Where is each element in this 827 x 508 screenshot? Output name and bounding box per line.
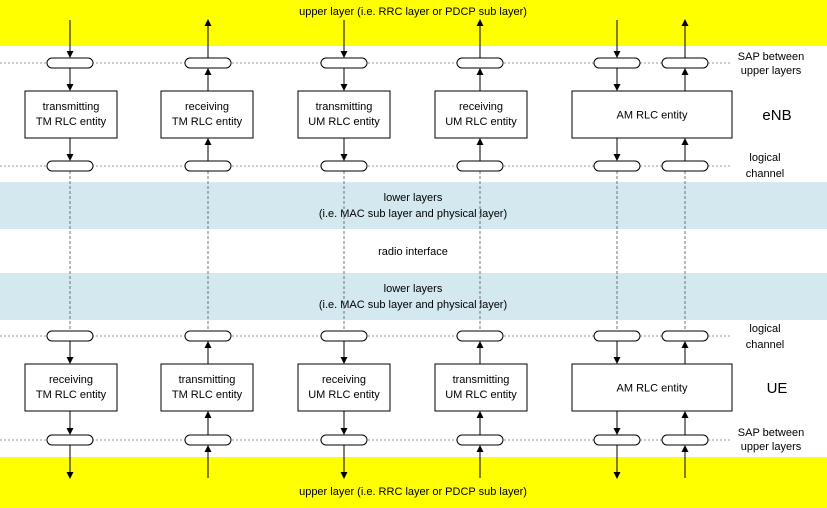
enb-logical-channel-3	[456, 160, 504, 172]
ue-rlc-entity-box-4	[571, 363, 733, 412]
enb-rlc-entity-box-0	[24, 90, 118, 139]
enb-node-label: eNB	[762, 107, 791, 124]
ue-rlc-entity-label-0-1: TM RLC entity	[36, 389, 107, 401]
logical-channel-label-ue-1: logical	[749, 323, 780, 335]
enb-sap-3	[456, 57, 504, 69]
logical-channel-label-enb-2: channel	[746, 168, 785, 180]
enb-sap-0	[46, 57, 94, 69]
lower-layers-band-enb	[0, 182, 827, 229]
ue-sap-3	[456, 434, 504, 446]
ue-logical-channel-4	[593, 330, 641, 342]
ue-sap-5	[661, 434, 709, 446]
enb-rlc-entity-label-1-1: TM RLC entity	[172, 116, 243, 128]
enb-sap-2	[320, 57, 368, 69]
ue-rlc-entity-label-3-1: UM RLC entity	[445, 389, 517, 401]
enb-rlc-entity-box-2	[297, 90, 391, 139]
lower-layers-label-enb-2: (i.e. MAC sub layer and physical layer)	[319, 208, 507, 220]
ue-rlc-entity-label-2-1: UM RLC entity	[308, 389, 380, 401]
enb-rlc-entity-label-3-1: UM RLC entity	[445, 116, 517, 128]
ue-logical-channel-1	[184, 330, 232, 342]
upper-layer-band-top	[0, 0, 827, 46]
ue-sap-4	[593, 434, 641, 446]
enb-rlc-entity-label-2-0: transmitting	[316, 101, 373, 113]
ue-rlc-entity-label-0-0: receiving	[49, 374, 93, 386]
lower-layers-label-enb-1: lower layers	[384, 192, 443, 204]
ue-sap-2	[320, 434, 368, 446]
sap-label-enb-1: SAP between	[738, 51, 804, 63]
ue-rlc-entity-label-1-1: TM RLC entity	[172, 389, 243, 401]
ue-rlc-entity-label-2-0: receiving	[322, 374, 366, 386]
lower-layers-label-ue-1: lower layers	[384, 283, 443, 295]
ue-sap-0	[46, 434, 94, 446]
enb-sap-4	[593, 57, 641, 69]
sap-label-ue-2: upper layers	[741, 441, 802, 453]
enb-logical-channel-5	[661, 160, 709, 172]
upper-layer-label-bottom: upper layer (i.e. RRC layer or PDCP sub …	[299, 486, 527, 498]
lower-layers-band-ue	[0, 273, 827, 320]
ue-rlc-entity-label-3-0: transmitting	[453, 374, 510, 386]
enb-rlc-entity-box-4	[571, 90, 733, 139]
lower-layers-label-ue-2: (i.e. MAC sub layer and physical layer)	[319, 299, 507, 311]
enb-logical-channel-2	[320, 160, 368, 172]
enb-logical-channel-4	[593, 160, 641, 172]
rlc-entity-mechanics: transmitting TM RLC entity receiving TM RLC…	[24, 19, 733, 479]
ue-logical-channel-0	[46, 330, 94, 342]
ue-logical-channel-2	[320, 330, 368, 342]
ue-rlc-entity-box-1	[160, 363, 254, 412]
logical-channel-label-enb-1: logical	[749, 152, 780, 164]
upper-layer-label-top: upper layer (i.e. RRC layer or PDCP sub …	[299, 6, 527, 18]
logical-channel-label-ue-2: channel	[746, 339, 785, 351]
enb-rlc-entity-label-1-0: receiving	[185, 101, 229, 113]
enb-sap-5	[661, 57, 709, 69]
enb-rlc-entity-label-4-0: AM RLC entity	[617, 110, 688, 122]
ue-rlc-entity-box-0	[24, 363, 118, 412]
upper-layer-band-bottom	[0, 457, 827, 508]
ue-rlc-entity-label-1-0: transmitting	[179, 374, 236, 386]
sap-label-ue-1: SAP between	[738, 427, 804, 439]
enb-rlc-entity-box-3	[434, 90, 528, 139]
radio-interface-label: radio interface	[378, 246, 448, 258]
ue-rlc-entity-label-4-0: AM RLC entity	[617, 383, 688, 395]
sap-label-enb-2: upper layers	[741, 65, 802, 77]
enb-logical-channel-0	[46, 160, 94, 172]
ue-logical-channel-5	[661, 330, 709, 342]
ue-sap-1	[184, 434, 232, 446]
ue-rlc-entity-box-2	[297, 363, 391, 412]
enb-rlc-entity-label-3-0: receiving	[459, 101, 503, 113]
ue-rlc-entity-box-3	[434, 363, 528, 412]
enb-sap-1	[184, 57, 232, 69]
ue-logical-channel-3	[456, 330, 504, 342]
enb-rlc-entity-box-1	[160, 90, 254, 139]
enb-rlc-entity-label-0-0: transmitting	[43, 101, 100, 113]
enb-rlc-entity-label-0-1: TM RLC entity	[36, 116, 107, 128]
enb-rlc-entity-label-2-1: UM RLC entity	[308, 116, 380, 128]
ue-node-label: UE	[767, 380, 788, 397]
enb-logical-channel-1	[184, 160, 232, 172]
